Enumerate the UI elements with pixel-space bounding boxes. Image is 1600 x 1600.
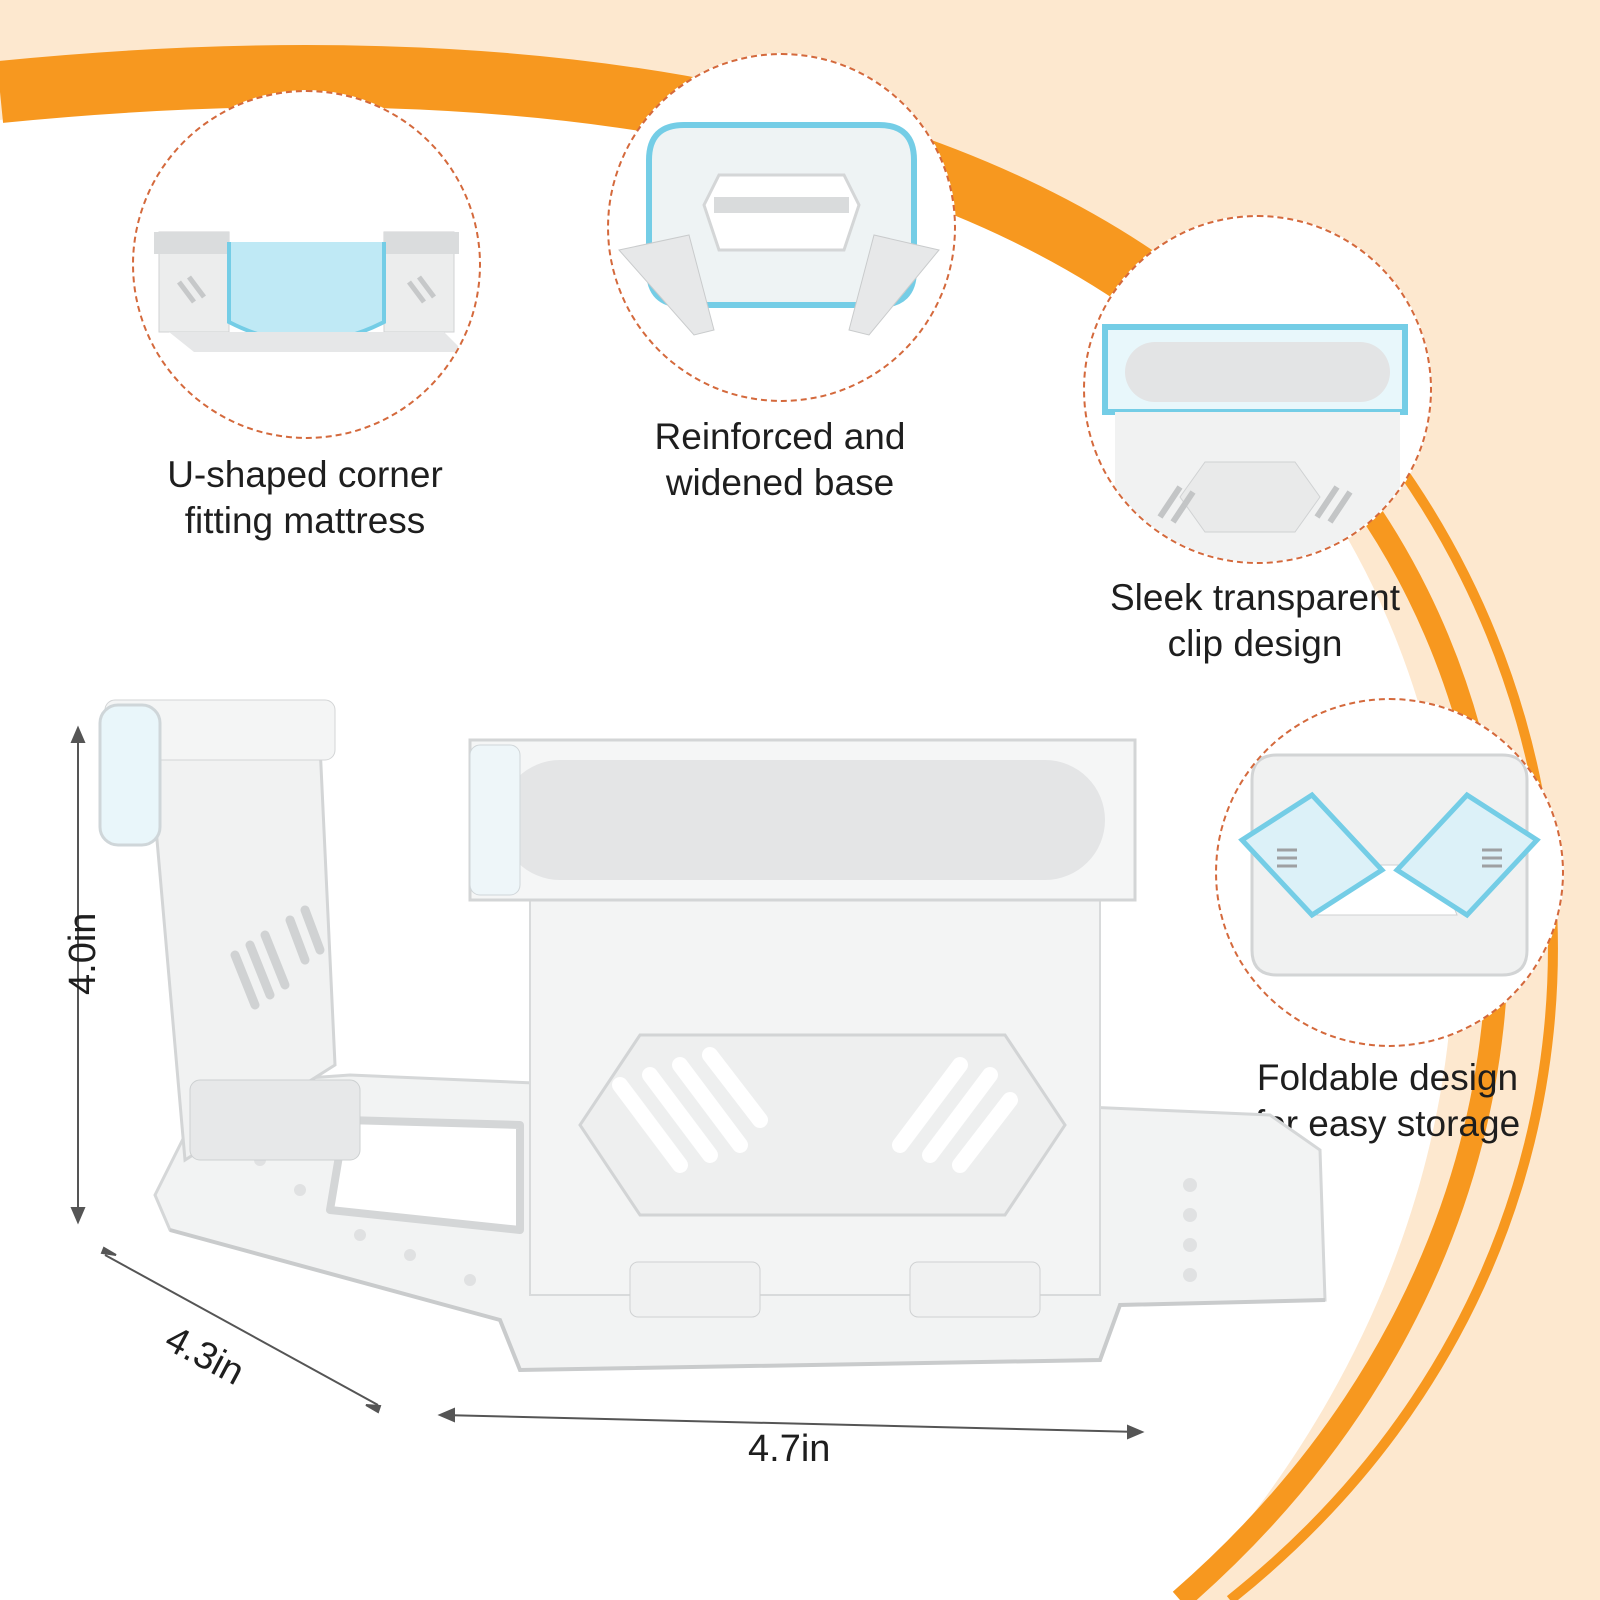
feature-caption-foldable: Foldable design for easy storage [1200,1055,1575,1147]
dimension-width-label: 4.7in [748,1428,831,1470]
caption-line: Reinforced and [654,416,906,457]
caption-line: Foldable design [1256,1057,1519,1098]
caption-line: widened base [665,462,895,503]
caption-line: U-shaped corner [167,454,443,495]
dimension-height-label: 4.0in [62,912,104,995]
caption-line: fitting mattress [184,500,426,541]
caption-line: Sleek transparent [1109,577,1400,618]
feature-caption-base: Reinforced and widened base [595,414,965,506]
caption-line: clip design [1167,623,1343,664]
feature-image-u-shaped [132,90,481,439]
feature-caption-u-shaped: U-shaped corner fitting mattress [120,452,490,544]
product-illustration [70,699,1327,1440]
feature-caption-clip: Sleek transparent clip design [1065,575,1445,667]
feature-image-base [607,53,956,402]
feature-image-foldable [1215,698,1564,1047]
feature-image-clip [1083,215,1432,564]
